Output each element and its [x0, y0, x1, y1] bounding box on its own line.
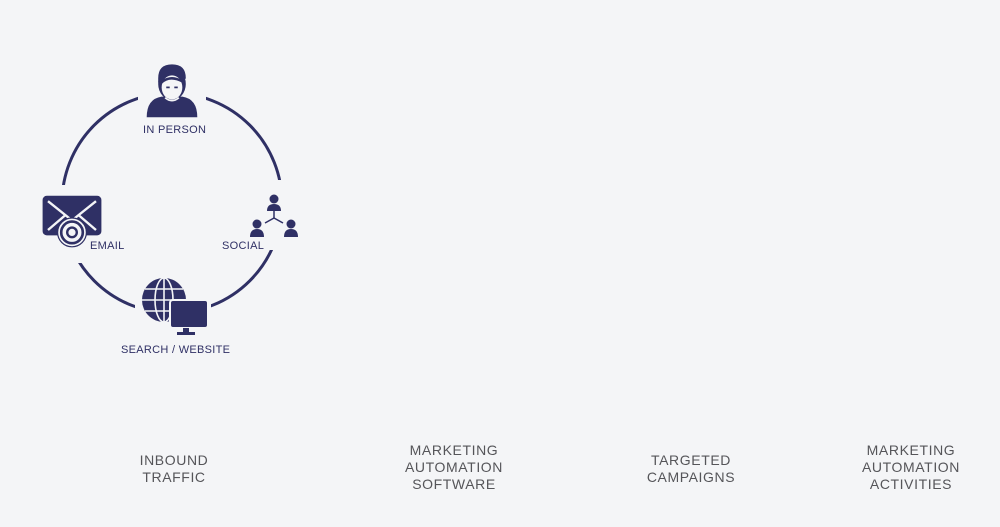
channel-label-in-person: IN PERSON [143, 124, 207, 136]
globe-monitor-icon [142, 277, 209, 335]
caption-marketing-automation-software: MARKETING AUTOMATION SOFTWARE [404, 442, 504, 492]
caption-targeted-campaigns: TARGETED CAMPAIGNS [646, 452, 736, 485]
channel-label-search-website: SEARCH / WEBSITE [121, 344, 231, 356]
caption-marketing-automation-activities: MARKETING AUTOMATION ACTIVITIES [861, 442, 961, 492]
channel-label-social: SOCIAL [222, 240, 265, 252]
social-network-icon [250, 194, 298, 237]
caption-inbound-traffic: INBOUND TRAFFIC [139, 452, 209, 485]
channel-label-email: EMAIL [90, 240, 125, 252]
